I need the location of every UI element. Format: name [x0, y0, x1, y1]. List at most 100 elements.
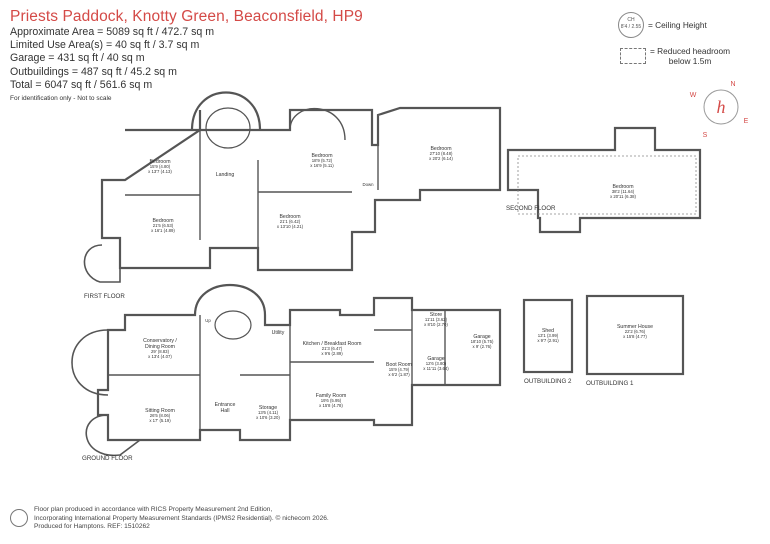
identification-note: For identification only - Not to scale — [10, 95, 112, 103]
second-floor-plan — [506, 126, 702, 234]
footer: Floor plan produced in accordance with R… — [34, 506, 329, 532]
garage1-name: Garage — [473, 334, 490, 340]
storage-d2: x 10'6 (3.20) — [256, 415, 280, 420]
down-label: Down — [363, 182, 375, 187]
outbuildings-plan — [522, 294, 685, 376]
up-label: Up — [205, 318, 211, 323]
bed5-d1: 21'1 (6.42) — [280, 219, 301, 224]
bed2-d2: x 16'9 (5.11) — [310, 163, 334, 168]
garage2-d1: 12'6 (3.80) — [426, 361, 447, 366]
kitchen-name: Kitchen / Breakfast Room — [303, 341, 362, 347]
header: Priests Paddock, Knotty Green, Beaconsfi… — [10, 8, 363, 102]
reduced-headroom-label: = Reduced headroom below 1.5m — [650, 46, 730, 66]
summer-d1: 22'2 (6.76) — [625, 329, 646, 334]
reduced-headroom-icon — [620, 48, 646, 64]
storage-name: Storage — [259, 405, 277, 411]
garage-area: Garage = 431 sq ft / 40 sq m — [10, 52, 145, 65]
bed3-d2: x 20'2 (6.14) — [429, 156, 453, 161]
ground-floor-plan — [71, 284, 502, 456]
shed-d2: x 9'7 (2.91) — [537, 338, 559, 343]
conservatory-d1: 29' (8.83) — [151, 349, 170, 354]
landing-name: Landing — [216, 172, 235, 178]
garage1-d2: x 9' (2.76) — [473, 344, 493, 349]
ceiling-height-icon: CH 8'4 / 2.55 — [618, 12, 644, 38]
bed4-name: Bedroom — [152, 218, 173, 224]
second-floor-label: SECOND FLOOR — [506, 205, 556, 212]
family-name: Family Room — [316, 393, 347, 399]
bed6-d2: x 20'11 (6.38) — [610, 194, 636, 199]
legend-reduced-headroom: = Reduced headroom below 1.5m — [618, 46, 760, 66]
garage2-name: Garage — [427, 356, 444, 362]
garage1-d1: 18'10 (5.75) — [471, 339, 494, 344]
ch-label: CH — [627, 17, 635, 23]
bed3-d1: 27'10 (8.48) — [430, 151, 453, 156]
hall-name: Entrance — [215, 402, 236, 408]
sitting-d2: x 17' (5.19) — [149, 418, 171, 423]
second-floor-labels: Bedroom 38'2 (11.64) x 20'11 (6.38) — [610, 184, 636, 199]
bed4-d1: 21'5 (6.53) — [153, 223, 174, 228]
boot-name: Boot Room — [386, 362, 412, 368]
footer-line3: Produced for Hamptons. REF: 1510262 — [34, 523, 150, 531]
logo-letter: h — [717, 97, 726, 117]
ground-floor-label: GROUND FLOOR — [82, 455, 133, 462]
family-d2: x 15'8 (4.78) — [319, 403, 343, 408]
shed-name: Shed — [542, 328, 554, 334]
hall-name2: Hall — [221, 408, 230, 414]
family-d1: 19'6 (5.95) — [321, 398, 342, 403]
total-area: Total = 6047 sq ft / 561.6 sq m — [10, 78, 153, 91]
bed5-d2: x 13'10 (4.21) — [277, 224, 304, 229]
sitting-d1: 26'5 (8.06) — [150, 413, 171, 418]
kitchen-d1: 21'3 (6.47) — [322, 346, 343, 351]
limited-use-area: Limited Use Area(s) = 40 sq ft / 3.7 sq … — [10, 39, 200, 52]
legend: CH 8'4 / 2.55 = Ceiling Height = Reduced… — [618, 12, 760, 66]
boot-d2: x 6'2 (1.87) — [388, 372, 410, 377]
compass-w: W — [690, 92, 697, 99]
bed1-name: Bedroom — [149, 159, 170, 165]
compass-e: E — [744, 118, 749, 125]
store-d1: 11'11 (3.62) — [425, 317, 448, 322]
conservatory-name: Conservatory / — [143, 338, 177, 344]
bed1-d1: 15'9 (4.80) — [150, 164, 171, 169]
outbuildings-area: Outbuildings = 487 sq ft / 45.2 sq m — [10, 65, 177, 78]
utility-name: Utility — [272, 330, 285, 336]
bed2-d1: 18'9 (5.72) — [312, 158, 333, 163]
reduced-line2: below 1.5m — [668, 56, 712, 66]
first-floor-labels: Bedroom 15'9 (4.80) x 13'7 (4.13) Bedroo… — [148, 146, 453, 233]
summer-name: Summer House — [617, 324, 653, 330]
ground-floor-labels: Conservatory / Dining Room 29' (8.83) x … — [143, 312, 494, 423]
garage2-d2: x 11'11 (3.64) — [423, 366, 449, 371]
property-title: Priests Paddock, Knotty Green, Beaconsfi… — [10, 8, 363, 25]
first-floor-plan — [83, 91, 502, 283]
compass-logo: h N E S W — [690, 81, 749, 139]
approx-area: Approximate Area = 5089 sq ft / 472.7 sq… — [10, 26, 215, 38]
bed4-d2: x 16'1 (4.89) — [151, 228, 175, 233]
summer-d2: x 15'8 (4.77) — [623, 334, 647, 339]
reduced-line1: = Reduced headroom — [650, 46, 731, 56]
outbuilding-labels: Shed 13'1 (3.99) x 9'7 (2.91) Summer Hou… — [537, 324, 653, 343]
compass-n: N — [730, 81, 735, 88]
footer-line2: Incorporating International Property Mea… — [34, 514, 329, 522]
ch-value: 8'4 / 2.55 — [620, 24, 642, 30]
bed3-name: Bedroom — [430, 146, 451, 152]
shed-d1: 13'1 (3.99) — [538, 333, 559, 338]
boot-d1: 15'9 (4.79) — [389, 367, 410, 372]
kitchen-d2: x 9'6 (2.89) — [321, 351, 343, 356]
sitting-name: Sitting Room — [145, 408, 175, 414]
bed5-name: Bedroom — [279, 214, 300, 220]
bed1-d2: x 13'7 (4.13) — [148, 169, 172, 174]
bed6-d1: 38'2 (11.64) — [612, 189, 635, 194]
rics-logo-icon — [10, 509, 28, 527]
store-name: Store — [430, 312, 443, 318]
legend-ceiling-height: CH 8'4 / 2.55 = Ceiling Height — [618, 12, 760, 38]
conservatory-d2: x 13'4 (4.07) — [148, 354, 172, 359]
ceiling-height-label: = Ceiling Height — [648, 20, 707, 30]
conservatory-name2: Dining Room — [145, 344, 175, 350]
bed6-name: Bedroom — [612, 184, 633, 190]
outbuilding2-label: OUTBUILDING 2 — [524, 378, 572, 385]
bed2-name: Bedroom — [311, 153, 332, 159]
compass-s: S — [703, 132, 708, 139]
footer-line1: Floor plan produced in accordance with R… — [34, 506, 273, 513]
first-floor-label: FIRST FLOOR — [84, 293, 125, 300]
outbuilding1-label: OUTBUILDING 1 — [586, 380, 634, 387]
